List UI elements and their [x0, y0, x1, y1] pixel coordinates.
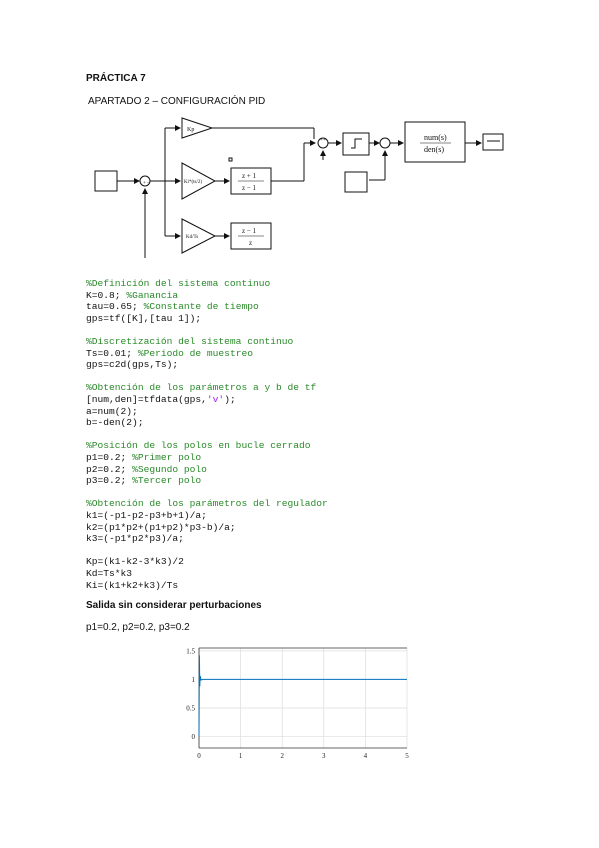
x-tick-label: 0 — [197, 752, 201, 760]
ki-gain-block — [181, 162, 217, 200]
svg-text:++: ++ — [320, 138, 326, 143]
code-line: [num,den]=tfdata(gps,'v'); — [86, 394, 236, 405]
y-tick-label: 0 — [192, 733, 196, 741]
kp-gain-block — [181, 117, 214, 139]
derivative-tf-block — [230, 222, 272, 250]
disturbance-step-block — [344, 171, 368, 193]
code-line: %Posición de los polos en bucle cerrado — [86, 440, 311, 452]
y-tick-label: 0.5 — [186, 705, 195, 713]
svg-text:+ -: + - — [143, 181, 149, 186]
plant-num: num(s) — [424, 133, 447, 142]
code-line: tau=0.65; %Constante de tiempo — [86, 301, 259, 313]
y-tick-label: 1 — [192, 676, 196, 684]
code-line: k3=(-p1*p2*p3)/a; — [86, 533, 184, 545]
code-line: %Obtención de los parámetros del regulad… — [86, 498, 328, 510]
plant-den: den(s) — [424, 145, 444, 154]
code-line: p1=0.2; %Primer polo — [86, 452, 202, 463]
code-line: k1=(-p1-p2-p3+b+1)/a; — [86, 510, 207, 521]
code-line: Ki=(k1+k2+k3)/Ts — [86, 579, 179, 591]
code-line: Kd=Ts*k3 — [86, 568, 133, 579]
simulink-block-diagram: + - ++ Kp Ki*(ts/2) Kd/Ts z + 1 z − 1 z … — [94, 117, 504, 258]
code-line: k2=(p1*p2+(p1+p2)*p3-b)/a; — [86, 521, 236, 533]
code-line: p3=0.2; %Tercer polo — [86, 475, 202, 487]
integral-tf-den: z − 1 — [242, 184, 257, 192]
x-tick-label: 5 — [405, 752, 409, 760]
code-line: Kp=(k1-k2-3*k3)/2 — [86, 556, 184, 568]
practice-title: PRÁCTICA 7 — [86, 73, 146, 84]
code-line: gps=c2d(gps,Ts); — [86, 359, 179, 371]
code-line: %Definición del sistema continuo — [86, 278, 271, 289]
integral-tf-num: z + 1 — [242, 172, 257, 180]
code-line: b=-den(2); — [86, 417, 144, 429]
x-tick-label: 3 — [322, 752, 326, 760]
derivative-tf-den: z — [249, 239, 252, 247]
series-line-0 — [198, 655, 407, 737]
sum-disturbance-block — [379, 137, 391, 149]
plant-tf-block — [404, 121, 466, 163]
step-response-chart: 0 1 2 3 4 5 0 0.5 1 1.5 — [186, 647, 409, 760]
x-tick-label: 2 — [280, 752, 284, 760]
ki-label: Ki*(ts/2) — [184, 180, 202, 185]
code-line: %Obtención de los parámetros a y b de tf — [86, 382, 317, 394]
plot-area — [199, 648, 407, 748]
step-block — [94, 170, 118, 192]
x-tick-label: 4 — [364, 752, 368, 760]
kp-label: Kp — [187, 127, 194, 133]
code-line: K=0.8; %Ganancia — [86, 289, 179, 301]
x-tick-label: 1 — [239, 752, 243, 760]
poles-caption: p1=0.2, p2=0.2, p3=0.2 — [86, 622, 190, 633]
code-line: gps=tf([K],[tau 1]); — [86, 312, 202, 324]
code-line: %Discretización del sistema continuo — [86, 336, 294, 347]
derivative-tf-num: z − 1 — [242, 227, 257, 235]
section-subtitle: APARTADO 2 – CONFIGURACIÓN PID — [88, 96, 266, 107]
scope-block — [482, 133, 504, 151]
hold-block — [342, 132, 370, 156]
y-tick-label: 1.5 — [186, 647, 195, 655]
code-line: Ts=0.01; %Periodo de muestreo — [86, 347, 253, 359]
kd-label: Kd/Ts — [186, 235, 198, 240]
section-heading: Salida sin considerar perturbaciones — [86, 600, 262, 611]
code-line: p2=0.2; %Segundo polo — [86, 463, 207, 475]
kd-gain-block — [181, 218, 217, 254]
code-line: a=num(2); — [86, 405, 138, 417]
